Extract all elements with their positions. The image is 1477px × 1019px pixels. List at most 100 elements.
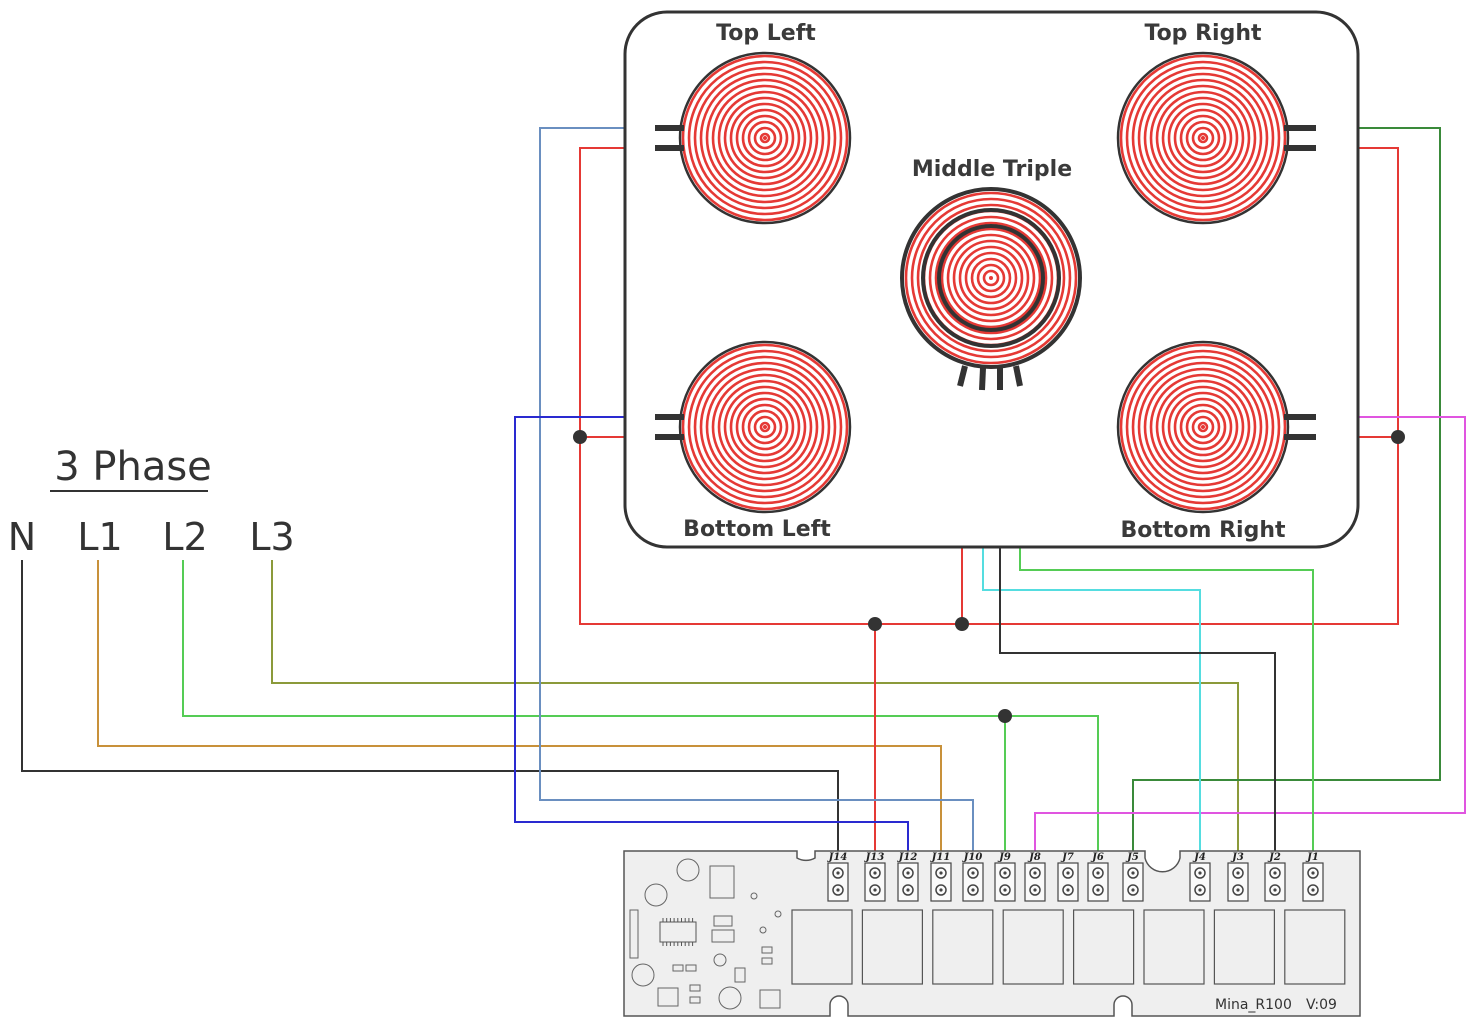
board-component (713, 953, 727, 967)
burners (655, 51, 1316, 514)
connector-label: J2 (1267, 852, 1281, 863)
board-model-label: Mina_R100 (1215, 997, 1292, 1013)
wire-bottom-left-j12 (514, 416, 909, 852)
board-component (629, 909, 639, 959)
connector-j10: J10 (962, 852, 984, 902)
relay (1072, 909, 1135, 985)
board-component (759, 989, 781, 1009)
board-relays (791, 909, 1346, 985)
board-component (689, 984, 701, 992)
board-component (713, 915, 733, 927)
relay (1284, 909, 1346, 985)
terminal-label-l1: L1 (77, 515, 122, 559)
burner-lead (957, 365, 968, 387)
board-component (774, 910, 782, 918)
burner-lead (979, 367, 986, 391)
wire-neutral (21, 560, 839, 852)
wire-bottom-right-j8 (1034, 416, 1466, 852)
connector-label: J7 (1060, 852, 1074, 863)
junction-dot (998, 709, 1012, 723)
junction-dot (1391, 430, 1405, 444)
burner-middle-triple (900, 187, 1082, 391)
relay (1143, 909, 1205, 985)
board-component (718, 986, 742, 1010)
connector-label: J3 (1230, 852, 1244, 863)
terminal-label-n: N (8, 515, 36, 559)
junction-dot (868, 617, 882, 631)
burner-lead (1013, 365, 1023, 387)
relay (791, 909, 853, 985)
board-component (631, 963, 655, 987)
burner-bottom-right (1116, 340, 1316, 514)
terminal-label-l2: L2 (162, 515, 207, 559)
board-component (759, 926, 767, 934)
zone-label-top-right: Top Right (1144, 21, 1261, 46)
connector-j3: J3 (1227, 852, 1249, 902)
board-version-label: V:09 (1306, 997, 1337, 1013)
connector-j8: J8 (1024, 852, 1046, 902)
relay (1002, 909, 1064, 985)
connector-label: J4 (1192, 852, 1206, 863)
connector-j5: J5 (1122, 852, 1144, 902)
connector-label: J5 (1125, 852, 1139, 863)
relay-board: J14 J13 J12 J11 J10 J9 J8 J7 J6 J5 J4 J3 J2 J1 Mina_R… (623, 850, 1361, 1017)
connector-label: J13 (864, 852, 885, 863)
connector-j11: J11 (930, 852, 952, 902)
board-component (750, 892, 758, 900)
wire-red-top-left (579, 147, 660, 438)
zone-label-top-left: Top Left (716, 21, 816, 46)
zone-label-bottom-left: Bottom Left (683, 517, 831, 542)
wire-top-left-j10 (539, 127, 974, 852)
burner-top-left (655, 51, 852, 225)
board-component (685, 964, 697, 972)
relay (1213, 909, 1276, 985)
connector-j4: J4 (1189, 852, 1211, 902)
wire-l1 (97, 560, 942, 852)
connector-label: J12 (897, 852, 918, 863)
relay (932, 909, 994, 985)
connector-label: J9 (997, 852, 1011, 863)
phase-title: 3 Phase (54, 444, 212, 490)
wire-l2 (182, 560, 1099, 852)
board-component (761, 946, 773, 954)
connector-j7: J7 (1057, 852, 1079, 902)
board-component (711, 929, 735, 943)
wire-top-right-j5 (1132, 127, 1441, 852)
terminal-label-l3: L3 (249, 515, 294, 559)
connector-j13: J13 (864, 852, 886, 902)
relay (861, 909, 924, 985)
board-component (689, 996, 701, 1004)
board-component (644, 883, 668, 907)
connector-j9: J9 (994, 852, 1016, 902)
connector-label: J14 (827, 852, 848, 863)
junction-dot (573, 430, 587, 444)
wire-red-loop (579, 437, 1399, 625)
zone-label-middle-triple: Middle Triple (912, 157, 1072, 182)
junction-dot (955, 617, 969, 631)
board-component (709, 865, 735, 899)
connector-label: J8 (1027, 852, 1041, 863)
board-component (734, 967, 746, 983)
wires (21, 127, 1466, 852)
connector-j12: J12 (897, 852, 919, 902)
burner-bottom-left (655, 340, 852, 514)
connector-label: J1 (1305, 852, 1319, 863)
connector-j14: J14 (827, 852, 849, 902)
board-component (761, 957, 773, 965)
connector-label: J11 (930, 852, 951, 863)
board-component (657, 987, 679, 1007)
board-connectors: J14 J13 J12 J11 J10 J9 J8 J7 J6 J5 J4 J3 J2 J1 (827, 852, 1324, 902)
board-outline (623, 850, 1361, 1017)
zone-label-bottom-right: Bottom Right (1120, 518, 1286, 543)
connector-j6: J6 (1087, 852, 1109, 902)
wire-l3 (271, 560, 1239, 852)
board-component (676, 858, 700, 882)
connector-label: J10 (962, 852, 983, 863)
connector-j1: J1 (1302, 852, 1324, 902)
board-component (672, 964, 684, 972)
connector-label: J6 (1090, 852, 1104, 863)
junctions (573, 430, 1405, 723)
connector-j2: J2 (1264, 852, 1286, 902)
burner-top-right (1116, 51, 1316, 225)
